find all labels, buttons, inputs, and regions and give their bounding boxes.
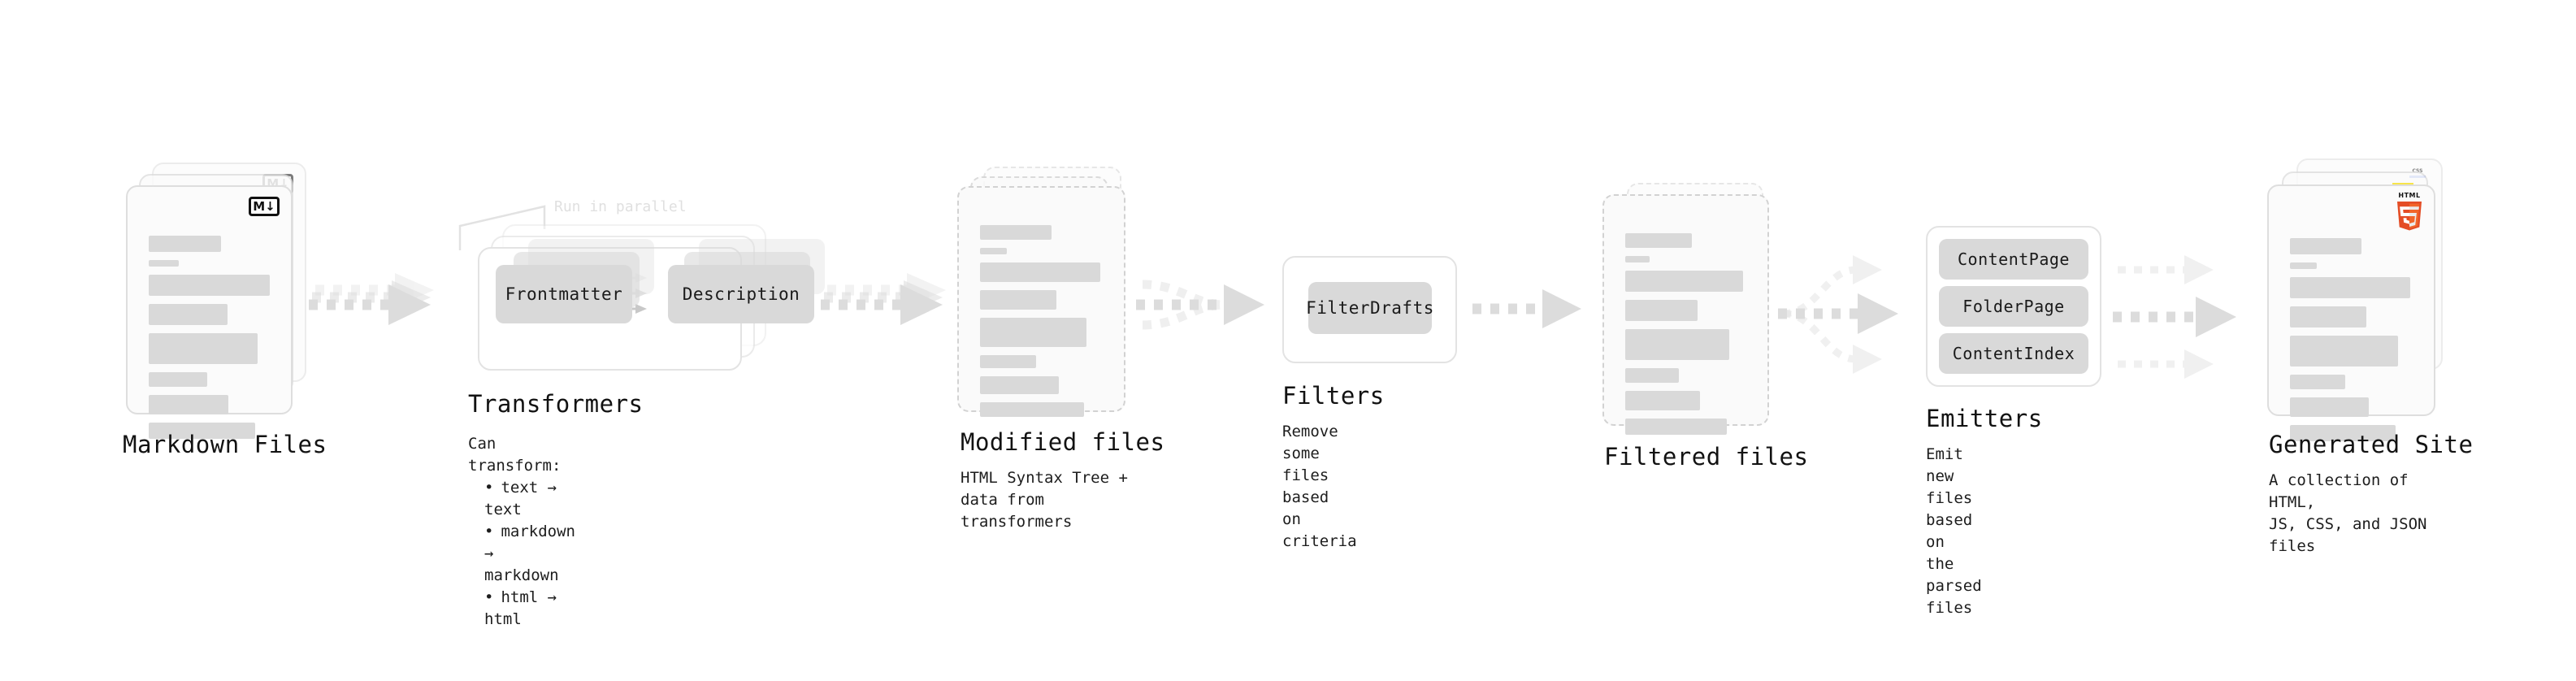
transform-list-item: markdown → markdown bbox=[484, 521, 575, 587]
emitter-chip-folderpage-label: FolderPage bbox=[1962, 297, 2065, 316]
markdown-card-front: M↓ bbox=[126, 185, 293, 439]
stage-desc-filters: Remove some files based on criteria bbox=[1282, 423, 1357, 550]
filtered-card-front bbox=[1602, 194, 1769, 435]
modified-file-stack bbox=[957, 167, 1136, 417]
emitter-chip-contentpage[interactable]: ContentPage bbox=[1939, 239, 2088, 280]
transformer-chip-description[interactable]: Description bbox=[668, 265, 814, 323]
stage-title-transformers: Transformers bbox=[468, 390, 644, 418]
stage-title-modified-files: Modified files bbox=[961, 428, 1165, 456]
stage-title-emitters: Emitters bbox=[1926, 405, 2043, 432]
modified-card-front bbox=[957, 186, 1125, 417]
connector-arrow-3-merge bbox=[1136, 280, 1264, 330]
stage-title-filtered-files: Filtered files bbox=[1604, 443, 1809, 471]
card-skeleton-content bbox=[1625, 233, 1746, 443]
card-skeleton-content bbox=[2290, 238, 2413, 449]
connector-arrow-4 bbox=[1472, 289, 1581, 328]
connector-arrow-6-merge bbox=[2113, 255, 2236, 379]
filter-chip-filterdrafts[interactable]: FilterDrafts bbox=[1306, 282, 1434, 334]
stage-title-filters: Filters bbox=[1282, 382, 1385, 410]
transformer-chip-frontmatter[interactable]: Frontmatter bbox=[496, 265, 632, 323]
connector-arrow-5-branch bbox=[1778, 255, 1898, 374]
css-icon-label: CSS bbox=[2409, 168, 2426, 174]
html5-icon-label: HTML bbox=[2398, 192, 2421, 199]
connector-arrow-1 bbox=[309, 273, 434, 325]
run-in-parallel-label: Run in parallel bbox=[554, 198, 687, 215]
emitter-chip-contentindex-label: ContentIndex bbox=[1952, 344, 2075, 363]
transformers-note: Can transform: text → text markdown → ma… bbox=[468, 433, 575, 631]
stage-generated-site: CSS HTML bbox=[2267, 158, 2473, 555]
emitter-chip-contentpage-label: ContentPage bbox=[1958, 249, 2070, 269]
filter-chip-filterdrafts-label: FilterDrafts bbox=[1306, 298, 1434, 318]
transformer-chip-frontmatter-label: Frontmatter bbox=[505, 284, 623, 304]
transformer-chip-description-label: Description bbox=[682, 284, 800, 304]
generated-card-front-html: HTML bbox=[2267, 184, 2435, 441]
card-skeleton-content bbox=[980, 225, 1103, 425]
markdown-icon: M↓ bbox=[249, 197, 280, 216]
transformers-note-heading: Can transform: bbox=[468, 435, 562, 475]
connector-arrow-2 bbox=[821, 273, 946, 325]
generated-site-stack: CSS HTML bbox=[2267, 158, 2454, 441]
stage-desc-modified-files: HTML Syntax Tree + data from transformer… bbox=[961, 469, 1128, 531]
stage-desc-emitters: Emit new files based on the parsed files bbox=[1926, 445, 1982, 617]
stage-title-generated-site: Generated Site bbox=[2269, 431, 2474, 458]
emitter-chip-contentindex[interactable]: ContentIndex bbox=[1939, 333, 2088, 374]
transform-list: text → text markdown → markdown html → h… bbox=[468, 477, 575, 631]
filtered-file-stack bbox=[1602, 183, 1777, 435]
run-in-parallel-bracket bbox=[458, 205, 546, 250]
stage-modified-files: Modified files HTML Syntax Tree + data f… bbox=[957, 167, 1164, 531]
stage-markdown-files: M↓ M↓ M↓ bbox=[123, 163, 327, 458]
transform-list-item: html → html bbox=[484, 587, 575, 631]
markdown-file-stack: M↓ M↓ M↓ bbox=[126, 163, 313, 439]
emitter-chip-folderpage[interactable]: FolderPage bbox=[1939, 286, 2088, 327]
stage-title-markdown-files: Markdown Files bbox=[123, 431, 327, 458]
transform-list-item: text → text bbox=[484, 477, 575, 521]
html5-icon: HTML bbox=[2395, 192, 2424, 231]
stage-desc-generated-site: A collection of HTML, JS, CSS, and JSON … bbox=[2269, 471, 2427, 555]
card-skeleton-content bbox=[149, 236, 270, 447]
stage-filtered-files: Filtered files bbox=[1602, 183, 1808, 471]
